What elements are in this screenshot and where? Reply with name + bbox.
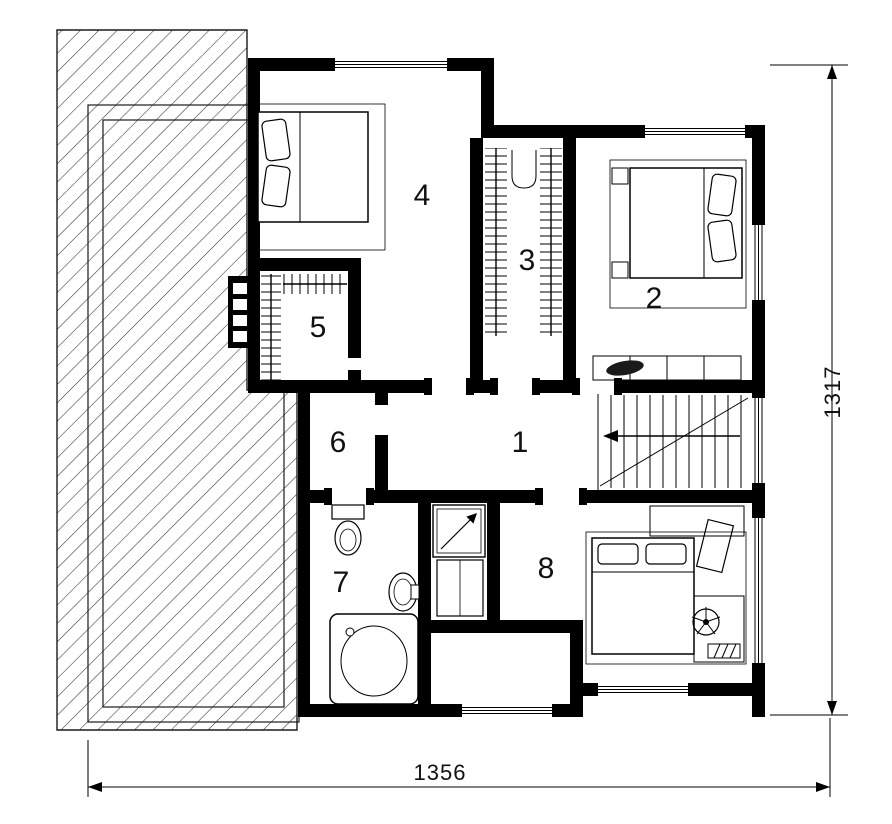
- desk-room8-top: [649, 505, 745, 574]
- room-labels: 1 2 3 4 5 6 7 8: [310, 179, 663, 599]
- bathtub-icon: [329, 613, 419, 705]
- shower-icon: [432, 504, 486, 558]
- windows: [335, 58, 765, 717]
- nightstand: [611, 261, 629, 279]
- bed-room2: [609, 159, 747, 309]
- chimney: [228, 276, 253, 348]
- room-label-8: 8: [538, 552, 555, 585]
- wardrobe-room5: [261, 274, 347, 380]
- room-label-3: 3: [519, 244, 536, 277]
- door-jambs: [324, 378, 622, 505]
- stairs-direction-arrow: [603, 430, 618, 442]
- stairs: [597, 394, 749, 490]
- sink-icon: [388, 572, 420, 612]
- dresser: [592, 355, 742, 381]
- dimension-height-label: 1317: [820, 366, 845, 419]
- room-label-6: 6: [330, 426, 347, 459]
- cabinet-icon: [436, 559, 484, 617]
- wardrobe-room3: [485, 148, 562, 336]
- room-label-4: 4: [414, 179, 431, 212]
- keyboard-icon: [707, 643, 741, 659]
- dimension-width-label: 1356: [414, 760, 467, 785]
- door-openings: [332, 380, 614, 503]
- room-label-5: 5: [310, 311, 327, 344]
- room-label-2: 2: [646, 282, 663, 315]
- dimension-width: 1356: [87, 718, 831, 797]
- nightstand: [611, 167, 629, 185]
- room-label-1: 1: [512, 426, 529, 459]
- office-chair-icon: [691, 607, 721, 636]
- toilet-icon: [331, 504, 365, 556]
- bed-room8: [585, 531, 747, 665]
- room-label-7: 7: [333, 566, 350, 599]
- bed-room4: [252, 103, 386, 251]
- desk-room8-bottom: [693, 595, 745, 663]
- dimension-height: 1317: [770, 64, 848, 716]
